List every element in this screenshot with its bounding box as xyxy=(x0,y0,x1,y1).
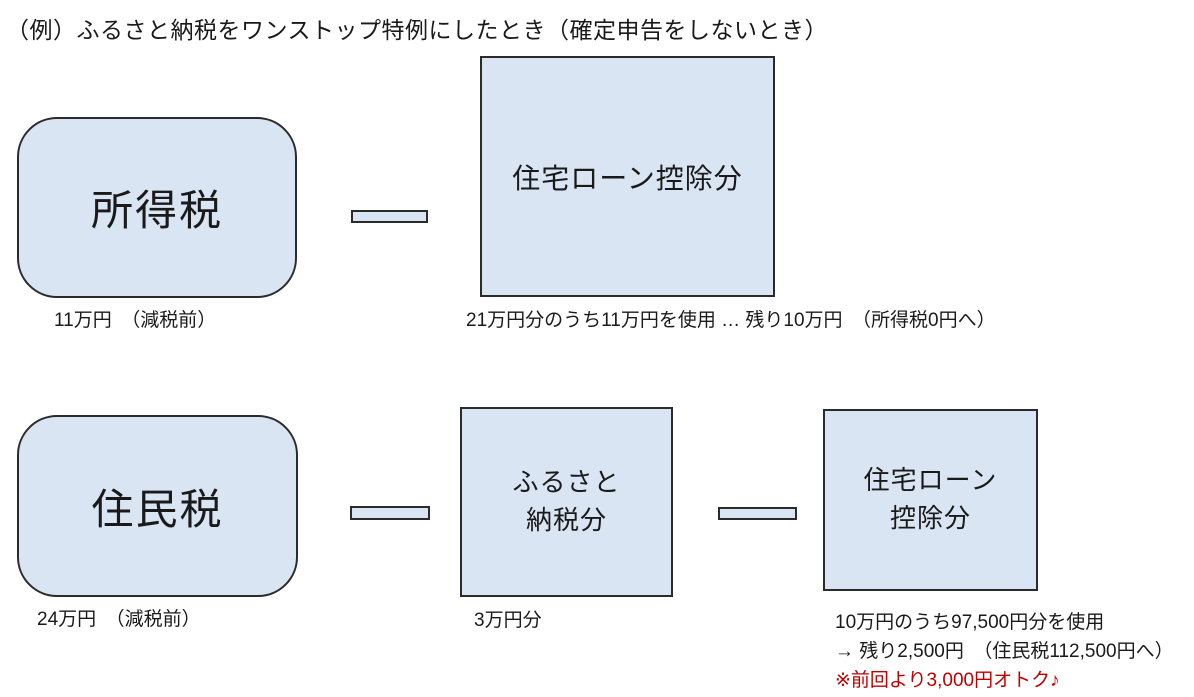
housing-loan-deduction-label-bottom-line1: 住宅ローン xyxy=(863,465,998,496)
minus-icon xyxy=(350,506,430,520)
housing-loan-deduction-caption-top: 21万円分のうち11万円を使用 … 残り10万円 （所得税0円へ） xyxy=(466,310,996,331)
savings-highlight-note: ※前回より3,000円オトク♪ xyxy=(835,670,1060,691)
resident-tax-caption: 24万円 （減税前） xyxy=(37,609,201,630)
income-tax-label: 所得税 xyxy=(90,187,223,234)
minus-icon xyxy=(718,507,797,520)
minus-icon xyxy=(351,210,428,223)
furusato-nozei-caption: 3万円分 xyxy=(474,610,542,631)
furusato-nozei-box: ふるさと 納税分 xyxy=(460,407,673,597)
housing-loan-deduction-label-bottom-line2: 控除分 xyxy=(889,503,971,533)
housing-loan-deduction-box-bottom: 住宅ローン 控除分 xyxy=(823,409,1038,591)
furusato-nozei-label-line1: ふるさと xyxy=(512,467,621,498)
housing-loan-deduction-caption-line1: 10万円のうち97,500円分を使用 xyxy=(835,612,1105,633)
income-tax-box: 所得税 xyxy=(17,117,297,298)
housing-loan-deduction-box-top: 住宅ローン控除分 xyxy=(480,56,775,297)
housing-loan-deduction-label-top: 住宅ローン控除分 xyxy=(512,162,743,194)
resident-tax-label: 住民税 xyxy=(91,485,224,533)
income-tax-caption: 11万円 （減税前） xyxy=(54,310,217,331)
housing-loan-deduction-caption-line2: → 残り2,500円 （住民税112,500円へ） xyxy=(835,641,1174,662)
resident-tax-box: 住民税 xyxy=(17,415,298,597)
housing-loan-deduction-label-bottom: 住宅ローン 控除分 xyxy=(864,462,998,537)
diagram-title: （例）ふるさと納税をワンストップ特例にしたとき（確定申告をしないとき） xyxy=(6,17,829,43)
furusato-nozei-label-line2: 納税分 xyxy=(525,505,607,535)
furusato-nozei-label: ふるさと 納税分 xyxy=(512,464,620,539)
